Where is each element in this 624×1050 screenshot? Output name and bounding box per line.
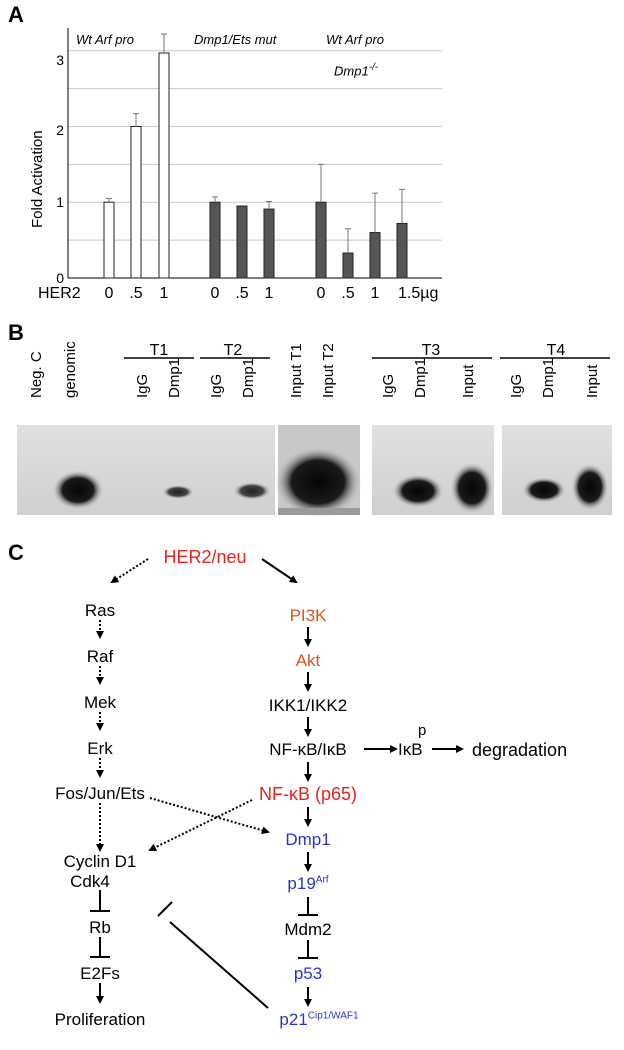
panel-b-gels <box>17 357 612 518</box>
gel-group-t3: T3 <box>421 342 441 359</box>
bar <box>315 201 327 279</box>
x-tick-label: 1 <box>159 285 169 302</box>
band-genomic <box>52 470 104 510</box>
group-label-wt-arf: Wt Arf pro <box>76 32 135 47</box>
node-raf: Raf <box>86 647 114 666</box>
bar <box>236 205 248 279</box>
node-cyclin-d1: Cyclin D1 <box>63 852 137 871</box>
band-inputs <box>274 446 362 518</box>
node-nfkb-p65: NF-κB (p65) <box>258 784 357 804</box>
gel-blot-1 <box>17 425 275 515</box>
y-tick-label: 3 <box>56 52 64 68</box>
node-pi3k: PI3K <box>289 606 327 625</box>
band-t4-dmp1 <box>522 477 566 503</box>
node-ikk1-ikk2: IKK1/IKK2 <box>268 696 348 715</box>
x-tick-label: .5 <box>129 285 143 302</box>
panel-c-letter: C <box>8 540 24 565</box>
x-tick-label: 1.5µg <box>398 285 439 302</box>
band-t4-input <box>571 463 609 511</box>
x-tick-label: 0 <box>210 285 220 302</box>
node-ikb-phospho: p <box>418 722 427 739</box>
y-tick-label: 2 <box>56 122 64 138</box>
gel-group-t4: T4 <box>546 342 566 359</box>
panel-b-letter: B <box>8 320 24 345</box>
band-t3-input <box>450 462 494 514</box>
node-p53: p53 <box>293 964 323 983</box>
gel-group-t1: T1 <box>149 342 169 359</box>
bar <box>209 201 221 279</box>
node-proliferation: Proliferation <box>54 1010 146 1029</box>
node-p21: p21Cip1/WAF1 <box>279 1010 359 1029</box>
arrow-nfkb-cyclin <box>148 799 253 851</box>
band-t1-dmp1 <box>162 485 194 499</box>
bar <box>396 222 408 279</box>
bar <box>342 252 354 279</box>
node-degradation: degradation <box>472 740 568 760</box>
bar <box>158 52 170 279</box>
group-label-wt-arf-2: Wt Arf pro <box>326 32 385 47</box>
bar <box>103 201 115 279</box>
x-tick-label: 1 <box>264 285 274 302</box>
gel-blot-3 <box>372 425 494 515</box>
gel-blot-4 <box>502 425 612 515</box>
bar <box>369 232 381 279</box>
arrow-her2-ras <box>110 558 149 584</box>
gel-group-t2: T2 <box>223 342 243 359</box>
node-p19arf: p19Arf <box>287 874 329 893</box>
node-akt: Akt <box>295 651 321 670</box>
x-tick-label: 0 <box>104 285 114 302</box>
inhibit-p21-cdk4 <box>169 921 269 1009</box>
panel-a-chart <box>67 28 442 279</box>
x-tick-label: 0 <box>316 285 326 302</box>
node-her2: HER2/neu <box>163 547 247 567</box>
node-mek: Mek <box>83 693 117 712</box>
x-tick-label: .5 <box>341 285 355 302</box>
group-label-dmp1-ko: Dmp1-/- <box>334 62 379 79</box>
node-ras: Ras <box>84 601 116 620</box>
node-mdm2: Mdm2 <box>284 920 332 939</box>
group-label-dmp1-ets-mut: Dmp1/Ets mut <box>194 32 277 47</box>
bar <box>263 208 275 279</box>
y-tick-label: 1 <box>56 194 64 210</box>
gridlines <box>68 50 442 241</box>
arrow-her2-pi3k <box>261 558 298 584</box>
node-nfkb-ikb: NF-κB/IκB <box>269 740 347 759</box>
arrow-fos-dmp1 <box>149 797 270 835</box>
panel-c-pathway <box>90 558 464 1009</box>
band-t3-dmp1 <box>392 474 444 508</box>
node-ikb: IκB <box>398 740 423 759</box>
x-tick-label: 1 <box>370 285 380 302</box>
panel-a-letter: A <box>8 2 24 27</box>
gel-blot-2 <box>274 425 362 518</box>
x-tick-label: .5 <box>235 285 249 302</box>
x-axis-label: HER2 <box>38 285 81 302</box>
node-dmp1: Dmp1 <box>285 830 331 849</box>
y-tick-label: 0 <box>56 270 64 286</box>
node-cdk4: Cdk4 <box>70 872 110 891</box>
node-e2fs: E2Fs <box>80 964 120 983</box>
band-t2-dmp1 <box>233 482 271 500</box>
bar <box>130 125 142 279</box>
node-fos-jun-ets: Fos/Jun/Ets <box>55 784 145 803</box>
node-rb: Rb <box>89 918 111 937</box>
node-erk: Erk <box>87 739 113 758</box>
